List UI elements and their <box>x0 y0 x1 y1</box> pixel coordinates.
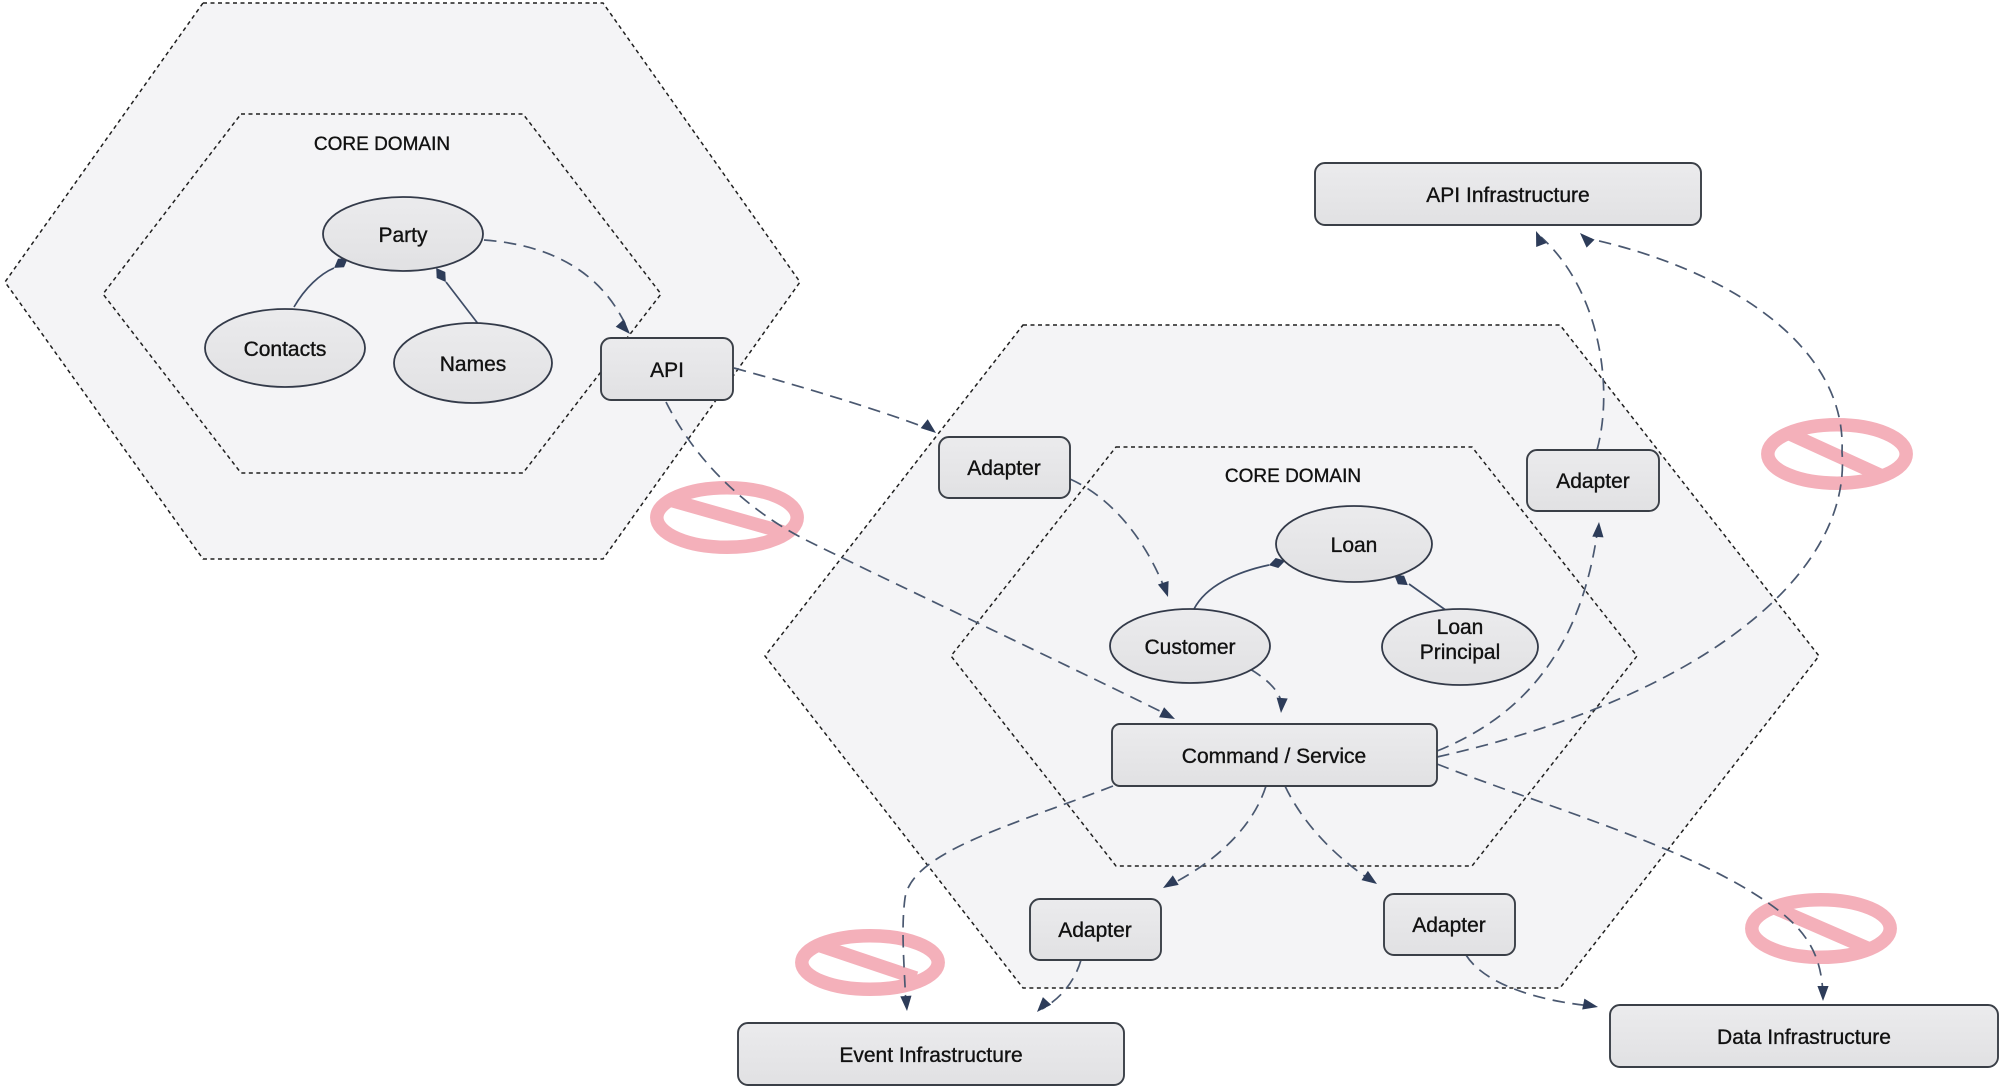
svg-text:Event Infrastructure: Event Infrastructure <box>839 1044 1022 1067</box>
svg-text:Command / Service: Command / Service <box>1182 745 1366 768</box>
svg-text:CORE DOMAIN: CORE DOMAIN <box>314 134 450 155</box>
svg-text:Names: Names <box>440 353 507 376</box>
svg-text:Data Infrastructure: Data Infrastructure <box>1717 1026 1891 1049</box>
svg-text:API Infrastructure: API Infrastructure <box>1426 184 1589 207</box>
svg-text:Adapter: Adapter <box>967 457 1041 480</box>
svg-text:Party: Party <box>378 224 428 247</box>
svg-text:API: API <box>650 359 684 382</box>
svg-text:Adapter: Adapter <box>1412 914 1486 937</box>
svg-text:CORE DOMAIN: CORE DOMAIN <box>1225 466 1361 487</box>
svg-text:Adapter: Adapter <box>1058 919 1132 942</box>
svg-text:Adapter: Adapter <box>1556 470 1630 493</box>
svg-text:Contacts: Contacts <box>244 338 327 361</box>
svg-text:Customer: Customer <box>1144 636 1235 659</box>
svg-text:Loan: Loan <box>1331 534 1378 557</box>
svg-text:Loan: Loan <box>1437 616 1484 639</box>
svg-text:Principal: Principal <box>1420 641 1501 664</box>
